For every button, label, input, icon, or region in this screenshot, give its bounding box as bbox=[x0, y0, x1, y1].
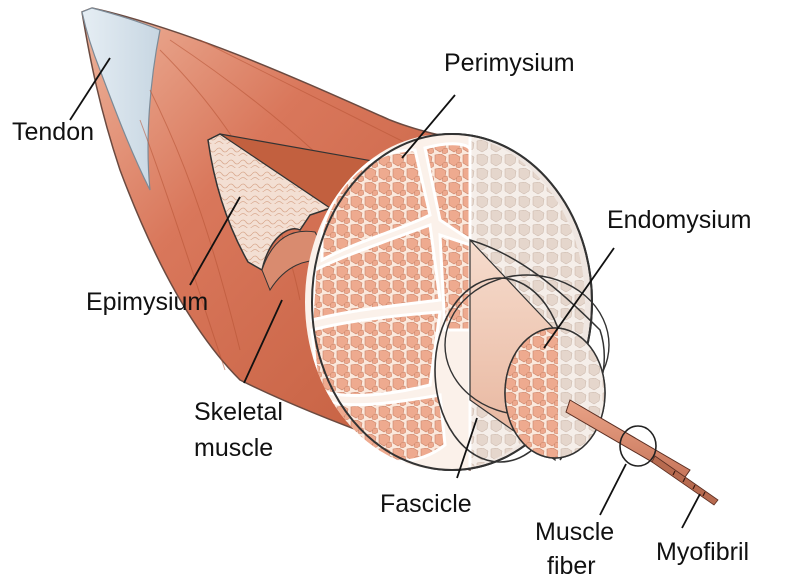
perimysium-label: Perimysium bbox=[444, 48, 575, 78]
epimysium-label: Epimysium bbox=[86, 287, 208, 317]
myofibril-label: Myofibril bbox=[656, 537, 749, 567]
fascicle-label: Fascicle bbox=[380, 489, 472, 519]
skeletal-muscle-label-line2: muscle bbox=[194, 433, 273, 463]
myofibril-strand bbox=[652, 456, 718, 505]
muscle-fiber-label-line1: Muscle bbox=[535, 517, 614, 547]
endomysium-label: Endomysium bbox=[607, 205, 752, 235]
muscle-fiber-label-line2: fiber bbox=[547, 551, 596, 581]
skeletal-muscle-label-line1: Skeletal bbox=[194, 397, 283, 427]
tendon-label: Tendon bbox=[12, 117, 94, 147]
myofibril-leader bbox=[682, 494, 700, 528]
muscle-fiber-leader bbox=[600, 464, 626, 515]
